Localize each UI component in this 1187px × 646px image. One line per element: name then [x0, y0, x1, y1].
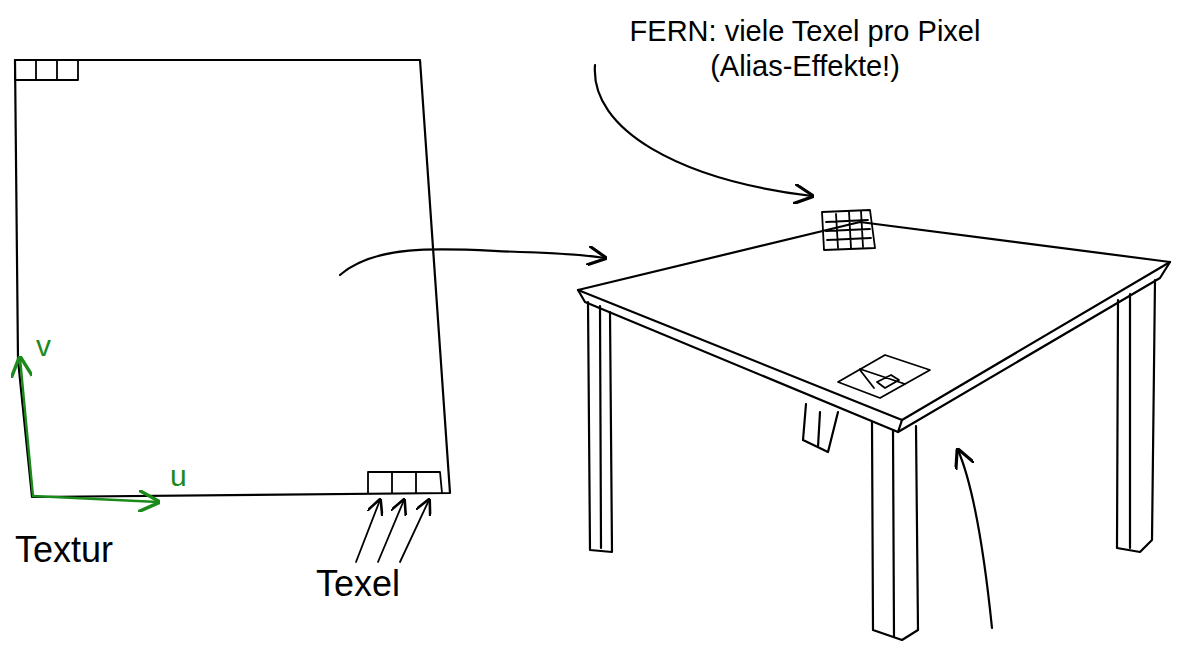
- far-note: FERN: viele Texel pro Pixel (Alias-Effek…: [590, 14, 1020, 84]
- texture-label: Textur: [15, 528, 113, 571]
- texel-label: Texel: [316, 562, 400, 605]
- texel-cells: [15, 60, 442, 493]
- near-leader: [958, 450, 992, 628]
- axis-label: v: [36, 328, 51, 364]
- texel-pointers: [356, 500, 429, 562]
- axis-label: u: [170, 458, 187, 494]
- uv-axes: [20, 358, 158, 502]
- far-patch: [822, 210, 875, 250]
- mapping-arrow: [340, 249, 605, 275]
- far-leader: [595, 65, 812, 196]
- table: [578, 222, 1170, 640]
- near-patch: [838, 355, 930, 398]
- texture-square: [15, 60, 450, 497]
